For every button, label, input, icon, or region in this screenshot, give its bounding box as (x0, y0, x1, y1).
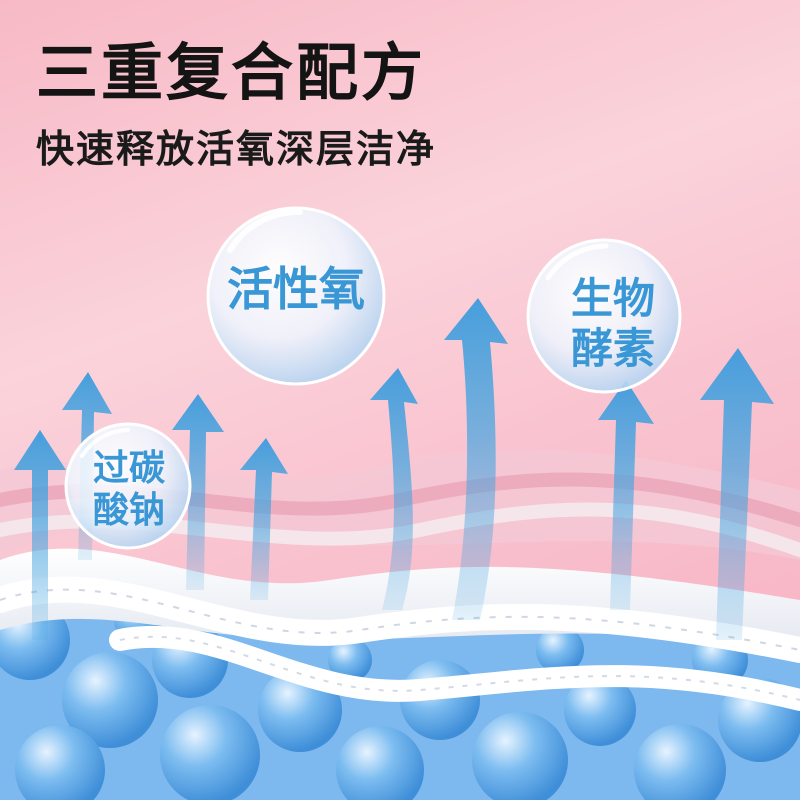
bubble-sodium-percarbonate-line1: 过碳 (92, 448, 165, 489)
bubble-active-oxygen-text: 活性氧 (227, 262, 365, 316)
bubble-bio-enzyme-label: 生物 酵素 (548, 274, 678, 373)
bubble-sodium-percarbonate-label: 过碳 酸钠 (74, 448, 184, 533)
bubble-sodium-percarbonate-line2: 酸钠 (92, 490, 165, 532)
bubble-bio-enzyme-line1: 生物 (570, 274, 655, 323)
bubble-active-oxygen-label: 活性氧 (216, 262, 376, 316)
bubble-bio-enzyme-line2: 酵素 (570, 323, 655, 373)
headline: 三重复合配方 (36, 36, 427, 109)
subline: 快速释放活氧深层洁净 (36, 127, 437, 171)
glass-bubbles (64, 206, 682, 550)
rising-arrows (14, 298, 774, 640)
